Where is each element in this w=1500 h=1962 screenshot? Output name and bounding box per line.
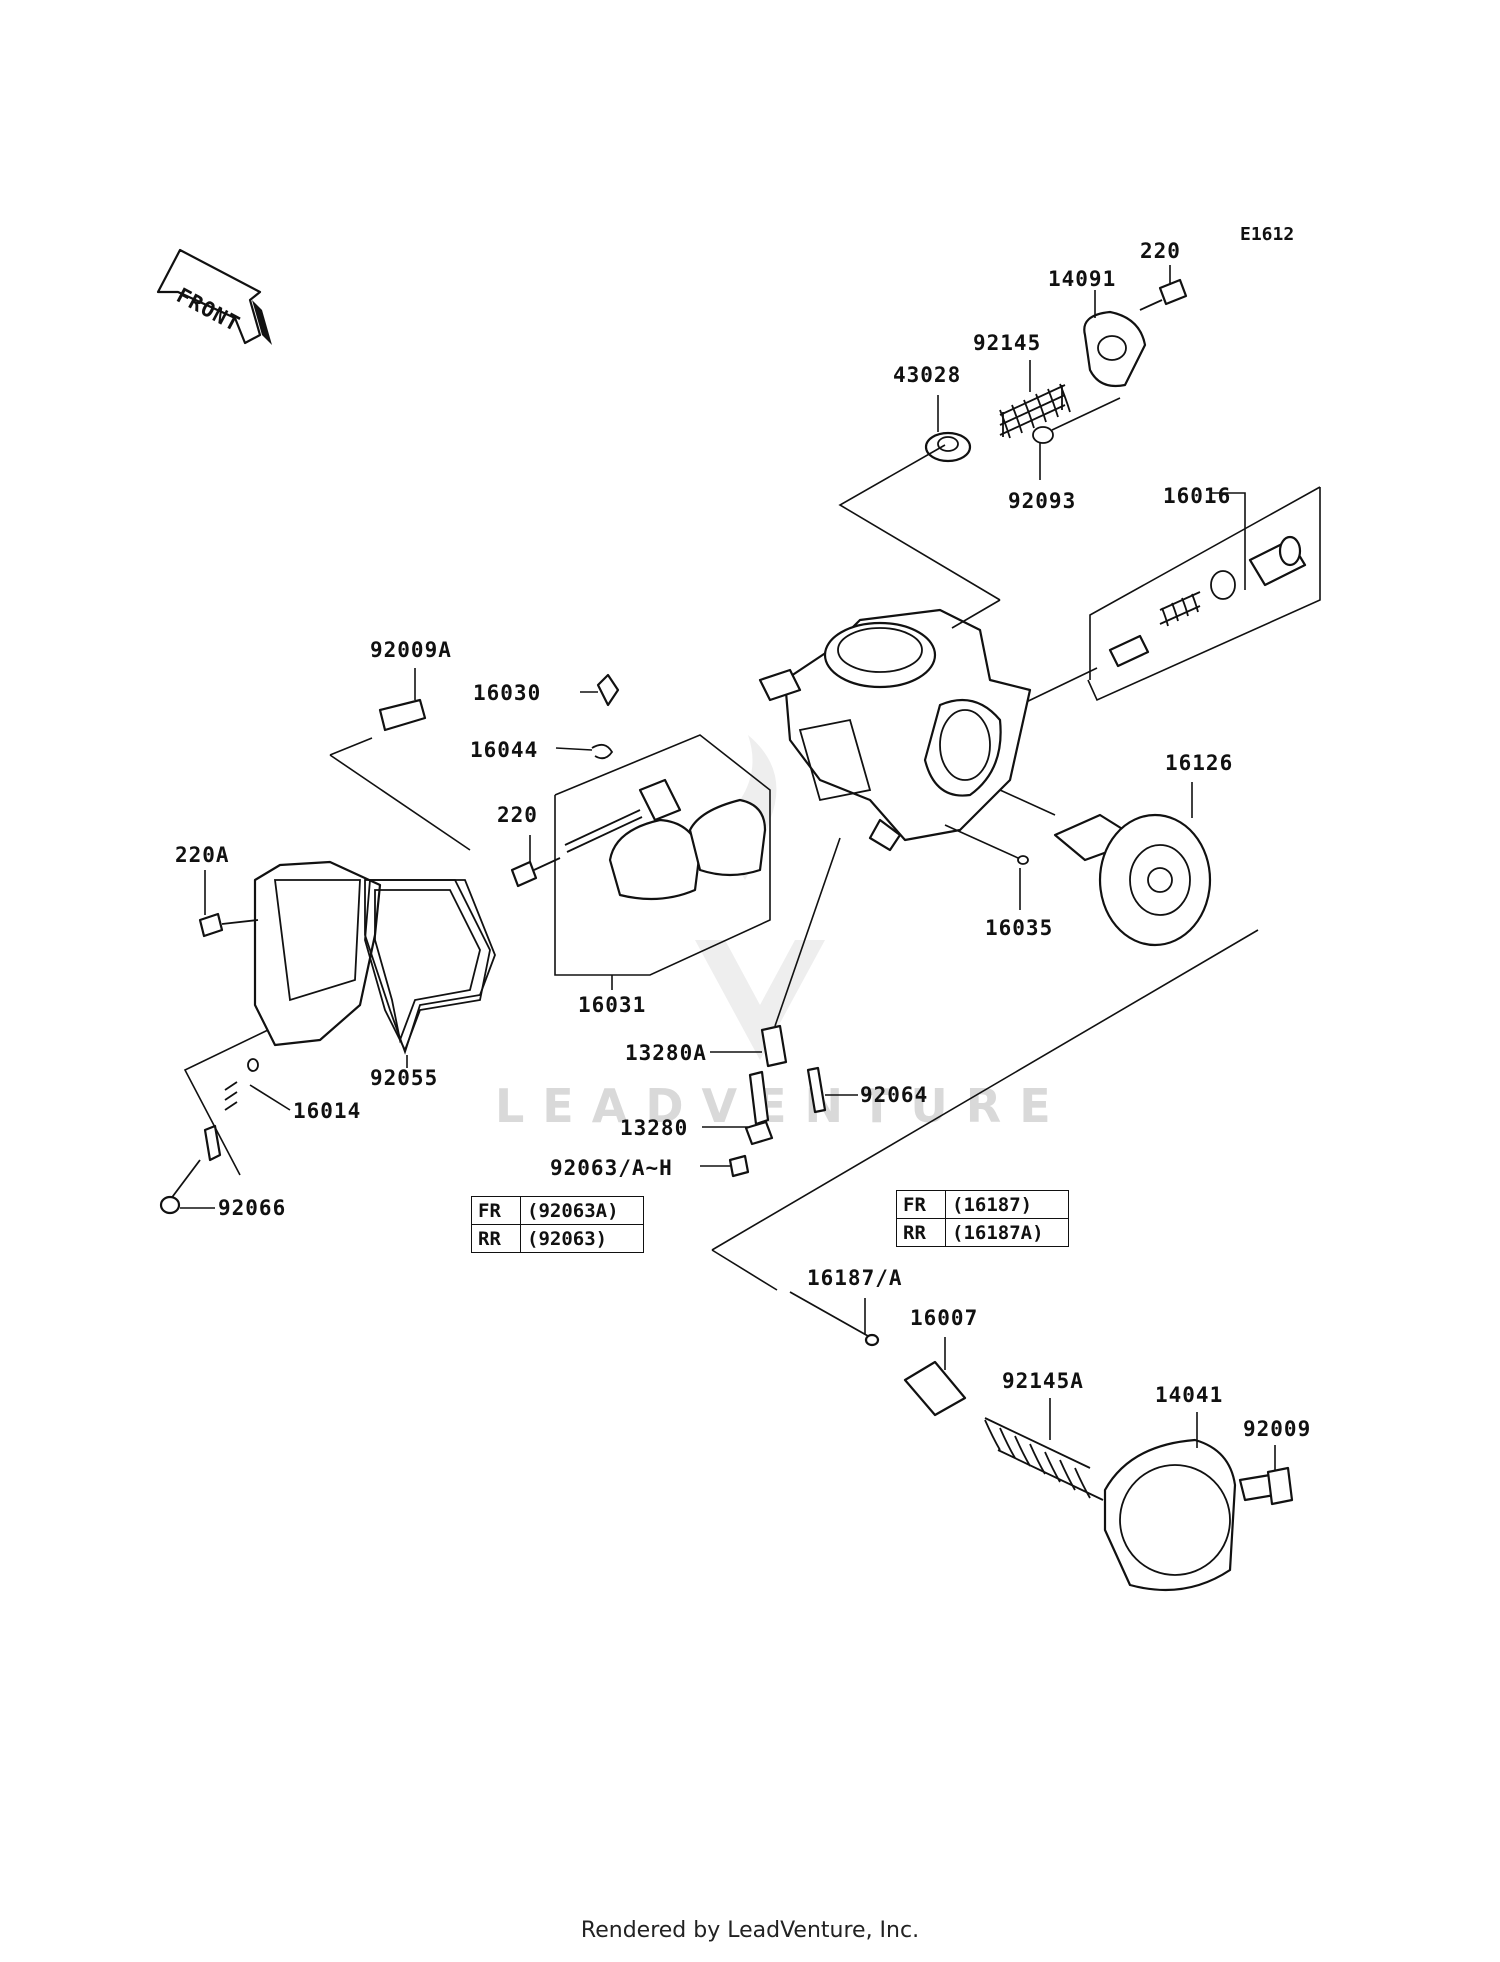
part-13280A [710, 837, 841, 1068]
label-14041: 14041 [1155, 1383, 1223, 1407]
footer-credit: Rendered by LeadVenture, Inc. [580, 1918, 920, 1943]
table-row: FR (16187) [896, 1190, 1069, 1219]
label-92064: 92064 [860, 1083, 928, 1107]
table-cell-pos: FR [471, 1196, 521, 1225]
part-92093-oring [1032, 397, 1121, 480]
part-16014-assembly [169, 1029, 291, 1201]
table-row: RR (92063) [471, 1224, 644, 1253]
part-14041-cover [1103, 1412, 1237, 1592]
part-16031-float [554, 734, 771, 990]
part-float-chamber [253, 737, 491, 1053]
label-13280: 13280 [620, 1116, 688, 1140]
label-220-mid: 220 [497, 803, 538, 827]
label-16044: 16044 [470, 738, 538, 762]
table-cell-pos: RR [471, 1224, 521, 1253]
part-16044-clip [555, 743, 614, 760]
table-cell-part: (92063A) [520, 1196, 644, 1225]
table-cell-pos: FR [896, 1190, 946, 1219]
part-92009A-screw [378, 668, 427, 732]
part-16030-needle [580, 673, 620, 707]
part-16016-assembly [1019, 486, 1321, 706]
label-92093: 92093 [1008, 489, 1076, 513]
label-220A: 220A [175, 843, 230, 867]
part-16035 [944, 824, 1029, 910]
part-43028 [924, 395, 972, 463]
table-row: FR (92063A) [471, 1196, 644, 1225]
label-16030: 16030 [473, 681, 541, 705]
part-220-mid-screw [510, 835, 561, 888]
table-cell-part: (16187A) [945, 1218, 1069, 1247]
watermark-text: LEADVENTURE [495, 1079, 1069, 1133]
label-43028: 43028 [893, 363, 961, 387]
part-92145-spring [999, 360, 1071, 439]
label-13280A: 13280A [625, 1041, 707, 1065]
part-220-top-screw [1139, 265, 1188, 311]
part-16126-diaphragm [999, 782, 1212, 947]
part-220A-screw [198, 870, 259, 938]
label-16126: 16126 [1165, 751, 1233, 775]
lower-leader-lines [711, 929, 1259, 1291]
part-92064 [806, 1066, 858, 1114]
label-16031: 16031 [578, 993, 646, 1017]
part-92055-gasket [364, 879, 496, 1068]
part-92145A-spring [984, 1398, 1104, 1501]
part-14091 [1083, 290, 1147, 388]
table-cell-pos: RR [896, 1218, 946, 1247]
front-arrow-icon: FRONT [156, 248, 272, 345]
diagram-code: E1612 [1240, 224, 1294, 245]
part-92009-screw [1238, 1445, 1294, 1506]
table-cell-part: (92063) [520, 1224, 644, 1253]
label-92145A: 92145A [1002, 1369, 1084, 1393]
label-92066: 92066 [218, 1196, 286, 1220]
label-92009A: 92009A [370, 638, 452, 662]
label-220-top: 220 [1140, 239, 1181, 263]
variant-table-right: FR (16187) RR (16187A) [896, 1190, 1069, 1247]
table-row: RR (16187A) [896, 1218, 1069, 1247]
part-92063 [700, 1154, 750, 1178]
label-92055: 92055 [370, 1066, 438, 1090]
label-16187: 16187/A [807, 1266, 903, 1290]
part-16187-needle [789, 1291, 880, 1347]
part-13280 [702, 1070, 774, 1146]
variant-table-left: FR (92063A) RR (92063) [471, 1196, 644, 1253]
label-92009: 92009 [1243, 1417, 1311, 1441]
carburetor-body [758, 444, 1032, 852]
label-16007: 16007 [910, 1306, 978, 1330]
part-labels: 220 14091 92145 43028 92093 16016 92009A… [175, 239, 1311, 1441]
part-92066 [159, 1195, 215, 1215]
part-16007 [903, 1337, 967, 1417]
label-16016: 16016 [1163, 484, 1231, 508]
label-16014: 16014 [293, 1099, 361, 1123]
label-16035: 16035 [985, 916, 1053, 940]
table-cell-part: (16187) [945, 1190, 1069, 1219]
label-92145: 92145 [973, 331, 1041, 355]
label-92063: 92063/A~H [550, 1156, 673, 1180]
label-14091: 14091 [1048, 267, 1116, 291]
